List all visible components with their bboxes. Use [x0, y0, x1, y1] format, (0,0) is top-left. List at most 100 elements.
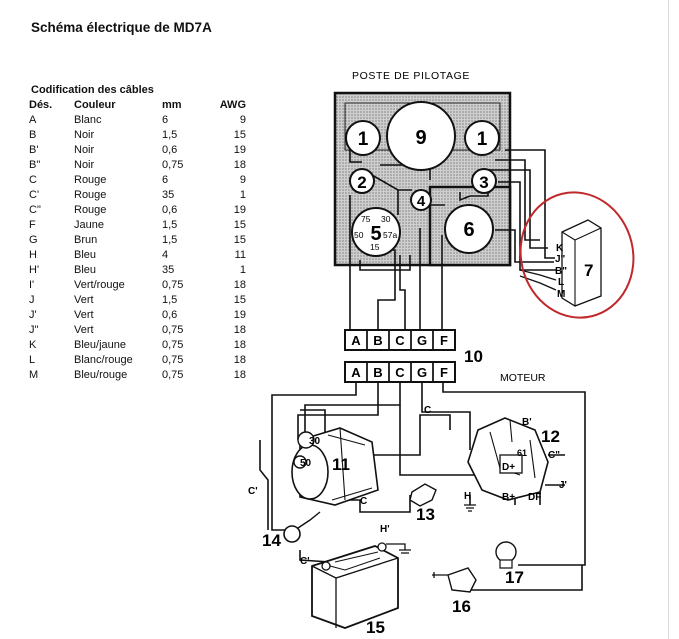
- cell-couleur: Rouge: [74, 204, 107, 216]
- sensor-16: 16: [432, 567, 477, 616]
- cell-mm: 0,6: [162, 204, 178, 216]
- cell-awg: 18: [233, 339, 246, 351]
- cell-des: J: [29, 294, 35, 306]
- gauge-1-right: 1: [464, 120, 500, 156]
- wire-label-c-batt: C': [300, 556, 310, 567]
- sensor-17: 17: [495, 541, 524, 587]
- gauge-1-right-number: 1: [477, 129, 488, 150]
- cell-awg: 18: [233, 279, 246, 291]
- connector-10-number: 10: [464, 347, 483, 366]
- engine-wiring: [259, 381, 586, 591]
- cell-mm: 0,75: [162, 324, 184, 336]
- column-header-des: Dés.: [29, 99, 53, 111]
- cell-couleur: Blanc: [74, 114, 102, 126]
- gauge-1-left: 1: [345, 120, 381, 156]
- unit-7-number: 7: [584, 261, 593, 280]
- relay-13-number: 13: [416, 505, 435, 524]
- cell-mm: 4: [162, 249, 169, 261]
- cell-des: B: [29, 129, 37, 141]
- alt-label-61: 61: [517, 448, 527, 458]
- alt-label-df: DF: [528, 492, 541, 503]
- connector-pin-cell: [432, 361, 456, 383]
- cell-des: H: [29, 249, 37, 261]
- cell-mm: 35: [162, 189, 175, 201]
- cell-awg: 9: [239, 174, 246, 186]
- switch-2-number: 2: [357, 173, 366, 192]
- cell-awg: 18: [233, 324, 246, 336]
- connector-pin-label: F: [440, 333, 448, 348]
- column-header-couleur: Couleur: [74, 99, 116, 111]
- cell-des: C': [29, 189, 40, 201]
- unit-7-wire-b2: B": [555, 266, 567, 277]
- gauge-6: 6: [444, 204, 494, 254]
- column-header-mm: mm: [162, 99, 182, 111]
- cell-couleur: Noir: [74, 129, 95, 141]
- battery-15: 15: [311, 542, 411, 637]
- alt-label-h: H: [464, 491, 471, 502]
- alternator-12: B' 12 C" 61 D+ B+ DF J' H: [464, 417, 567, 512]
- cell-mm: 0,75: [162, 159, 184, 171]
- alt-label-d-plus: D+: [502, 462, 515, 473]
- key-terminal-57a: 57a: [383, 230, 397, 240]
- cell-awg: 9: [239, 114, 246, 126]
- connector-pin-label: G: [417, 365, 427, 380]
- cell-des: I': [29, 279, 35, 291]
- unit-7: 7 K J" B" L M: [519, 191, 635, 319]
- cell-mm: 1,5: [162, 294, 178, 306]
- key-terminal-30: 30: [381, 214, 391, 224]
- alt-label-b1: B': [522, 417, 532, 428]
- gauge-6-number: 6: [463, 219, 474, 241]
- connector-pin-label: B: [373, 365, 382, 380]
- starter-motor-11: 30 50 11: [291, 427, 379, 506]
- table-row: J" Vert 0,75 18: [29, 323, 246, 338]
- cell-mm: 0,75: [162, 369, 184, 381]
- starter-11-number: 11: [332, 455, 350, 474]
- connector-pin-label: A: [351, 365, 361, 380]
- page-title: Schéma électrique de MD7A: [31, 20, 212, 35]
- wire-label-c-mid: C: [360, 496, 367, 507]
- cell-awg: 19: [233, 144, 246, 156]
- page-edge-line: [668, 0, 669, 639]
- cell-mm: 6: [162, 174, 169, 186]
- sensor-17-number: 17: [505, 568, 524, 587]
- switch-4: 4: [410, 189, 432, 211]
- connector-pin-label: B: [373, 333, 382, 348]
- cell-couleur: Bleu/jaune: [74, 339, 126, 351]
- cell-awg: 18: [233, 369, 246, 381]
- cell-des: J": [29, 324, 39, 336]
- wire-label-c-prime-left: C': [248, 486, 258, 497]
- unit-7-wire-l: L: [558, 277, 564, 288]
- switch-3: 3: [471, 168, 497, 194]
- cell-des: C: [29, 174, 37, 186]
- wire-label-c-top: C: [424, 405, 431, 416]
- starter-terminal-50: 50: [300, 458, 312, 469]
- cell-awg: 15: [233, 234, 246, 246]
- cell-couleur: Rouge: [74, 174, 107, 186]
- connector-pin-label: G: [417, 333, 427, 348]
- cell-couleur: Vert: [74, 294, 94, 306]
- fuse-14: 14: [262, 511, 321, 550]
- table-row: C Rouge 6 9: [29, 173, 246, 188]
- cell-des: K: [29, 339, 37, 351]
- cell-awg: 15: [233, 129, 246, 141]
- cell-couleur: Vert: [74, 324, 94, 336]
- wire-label-h-prime: H': [380, 524, 390, 535]
- cell-couleur: Noir: [74, 144, 95, 156]
- cable-table-header-row: Dés. Couleur mm AWG: [29, 98, 246, 113]
- connector-pin-label: F: [440, 365, 448, 380]
- key-terminal-15: 15: [370, 242, 380, 252]
